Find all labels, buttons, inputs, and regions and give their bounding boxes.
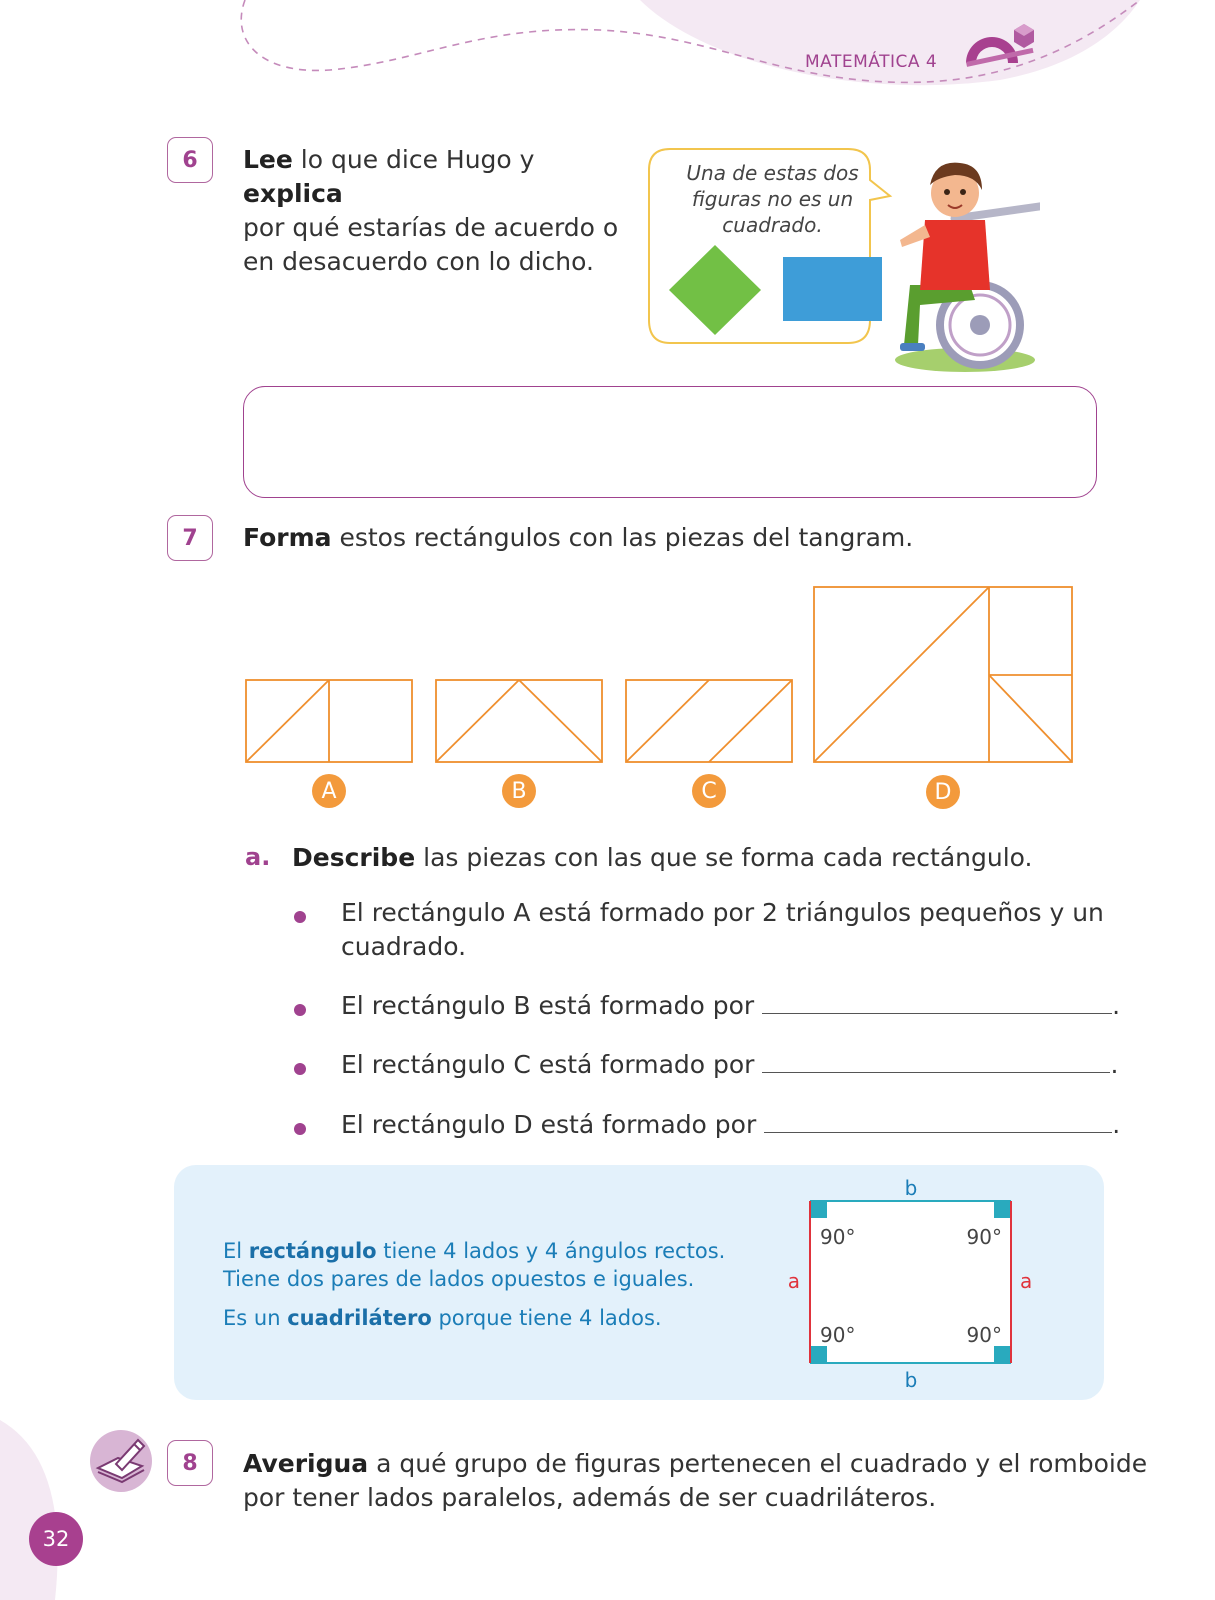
right-angle-marker <box>994 1202 1010 1218</box>
tangram-label-c: C <box>692 774 726 808</box>
bullet-marker <box>294 1004 306 1016</box>
bubble-shapes <box>669 245 882 335</box>
blue-rectangle <box>783 257 882 321</box>
side-label-left: a <box>788 1269 800 1293</box>
subquestion-a-text: Describe las piezas con las que se forma… <box>292 843 1033 872</box>
answer-blank-c[interactable] <box>762 1051 1111 1073</box>
question-7-number: 7 <box>167 515 213 561</box>
notebook-pencil-icon <box>90 1430 152 1492</box>
side-label-right: a <box>1020 1269 1032 1293</box>
page-number: 32 <box>29 1512 83 1566</box>
question-6-verb-lee: Lee <box>243 145 293 174</box>
green-rhombus <box>669 245 761 335</box>
page-corner-decoration <box>0 1420 58 1600</box>
question-6-number: 6 <box>167 137 213 183</box>
tangram-label-d: D <box>926 775 960 809</box>
right-angle-marker <box>811 1202 827 1218</box>
header-decoration <box>240 0 1141 86</box>
question-8-text: Averigua a qué grupo de figuras pertenec… <box>243 1449 1148 1512</box>
hugo-character-illustration <box>895 162 1040 372</box>
side-label-bottom: b <box>905 1368 918 1392</box>
rectangle-diagram: b b a a 90° 90° 90° 90° <box>788 1176 1033 1392</box>
info-line-1: El rectángulo tiene 4 lados y 4 ángulos … <box>223 1239 726 1263</box>
tangram-label-a: A <box>312 774 346 808</box>
question-6-verb-explica: explica <box>243 179 343 208</box>
answer-blank-b[interactable] <box>762 992 1113 1014</box>
bullet-marker <box>294 1123 306 1135</box>
angle-label: 90° <box>820 1225 855 1249</box>
tangram-rectangle-c <box>625 679 793 763</box>
angle-label: 90° <box>967 1225 1002 1249</box>
tangram-label-b: B <box>502 774 536 808</box>
tangram-rectangles <box>245 586 1073 763</box>
answer-blank-d[interactable] <box>764 1111 1113 1133</box>
bubble-text: Una de estas dos figuras no es un cuadra… <box>686 161 859 237</box>
angle-label: 90° <box>820 1323 855 1347</box>
geometry-tools-icon <box>966 24 1034 67</box>
question-8-number: 8 <box>167 1440 213 1486</box>
question-7-text: Forma estos rectángulos con las piezas d… <box>243 523 914 552</box>
bullet-marker <box>294 1063 306 1075</box>
right-angle-marker <box>994 1346 1010 1362</box>
question-6-text: Lee lo que dice Hugo y explica por qué e… <box>243 145 619 276</box>
side-label-top: b <box>905 1176 918 1200</box>
subquestion-a-label: a. <box>245 843 271 871</box>
tangram-rectangle-a <box>245 679 413 763</box>
tangram-rectangle-b <box>435 679 603 763</box>
info-line-3: Es un cuadrilátero porque tiene 4 lados. <box>223 1306 662 1330</box>
tangram-rectangle-d <box>813 586 1073 763</box>
header-title: MATEMÁTICA 4 <box>805 52 938 72</box>
bullet-rectangle-a: El rectángulo A está formado por 2 trián… <box>341 898 1104 961</box>
bullet-rectangle-d: El rectángulo D está formado por. <box>341 1110 1121 1139</box>
info-line-2: Tiene dos pares de lados opuestos e igua… <box>223 1267 695 1291</box>
bullet-rectangle-c: El rectángulo C está formado por. <box>341 1050 1119 1079</box>
bullet-rectangle-b: El rectángulo B está formado por. <box>341 991 1121 1020</box>
question-6-answer-box[interactable] <box>243 386 1097 498</box>
bullet-marker <box>294 911 306 923</box>
right-angle-marker <box>811 1346 827 1362</box>
angle-label: 90° <box>967 1323 1002 1347</box>
